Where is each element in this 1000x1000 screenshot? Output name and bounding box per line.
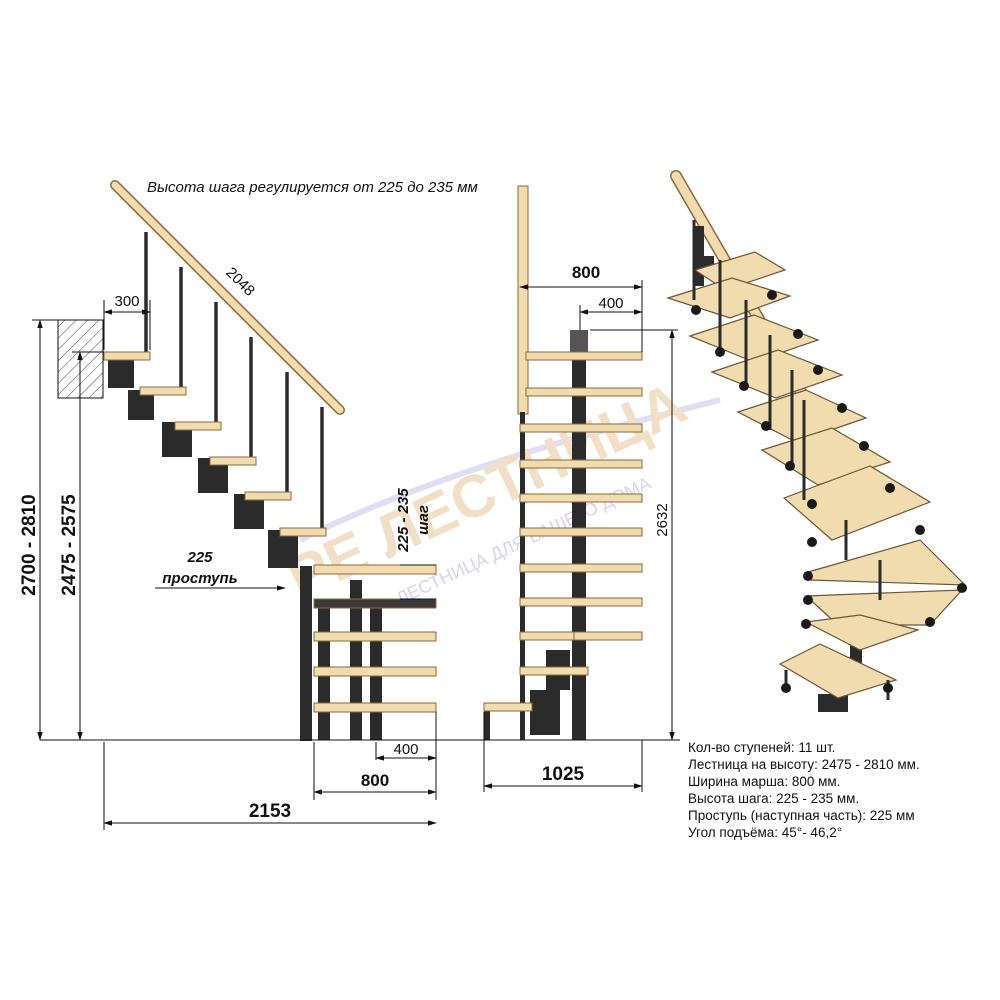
side-treads bbox=[103, 351, 437, 713]
newel-post bbox=[517, 185, 529, 415]
rise-label: шаг bbox=[415, 505, 432, 535]
front-treads bbox=[483, 351, 643, 712]
spec-height: Лестница на высоту: 2475 - 2810 мм. bbox=[688, 757, 920, 772]
handrail-posts bbox=[144, 232, 324, 530]
treads-3d bbox=[666, 251, 967, 699]
dim-total-height: 2700 - 2810 bbox=[19, 494, 40, 595]
going-label: проступь bbox=[162, 570, 237, 587]
spec-rise: Высота шага: 225 - 235 мм. bbox=[688, 791, 859, 806]
spec-going: Проступь (наступная часть): 225 мм bbox=[688, 808, 915, 823]
front-dim-800: 800 bbox=[572, 263, 600, 282]
dim-total-length: 2153 bbox=[249, 801, 291, 822]
dim-tread-offset: 300 bbox=[114, 293, 139, 310]
spec-width: Ширина марша: 800 мм. bbox=[688, 774, 840, 789]
side-view: 300 2048 2700 - 2810 2475 - 2575 225 про… bbox=[19, 180, 480, 830]
front-dim-height: 2632 bbox=[654, 503, 671, 536]
front-dim-depth: 1025 bbox=[542, 764, 585, 785]
step-height-note: Высота шага регулируется от 225 до 235 м… bbox=[147, 179, 478, 196]
spec-list: Кол-во ступеней: 11 шт. Лестница на высо… bbox=[688, 740, 920, 840]
front-dim-400: 400 bbox=[598, 295, 623, 312]
spec-angle: Угол подъёма: 45°- 46,2° bbox=[688, 825, 842, 840]
dim-bottom-400: 400 bbox=[393, 741, 418, 758]
spec-steps: Кол-во ступеней: 11 шт. bbox=[688, 740, 835, 755]
going-value: 225 bbox=[186, 549, 213, 566]
stair-3d-view bbox=[666, 170, 967, 712]
watermark: РЕ ЛЕСТНИЦА ЛЕСТНИЦА ДЛЯ ВАШЕГО ДОМА bbox=[277, 369, 721, 612]
bolts-3d bbox=[691, 290, 967, 693]
handrail bbox=[110, 180, 345, 415]
rise-value: 225 - 235 bbox=[395, 488, 412, 553]
front-view: 800 400 2632 1025 bbox=[480, 185, 680, 792]
dim-stair-height: 2475 - 2575 bbox=[59, 494, 80, 596]
dim-bottom-800: 800 bbox=[361, 771, 389, 790]
